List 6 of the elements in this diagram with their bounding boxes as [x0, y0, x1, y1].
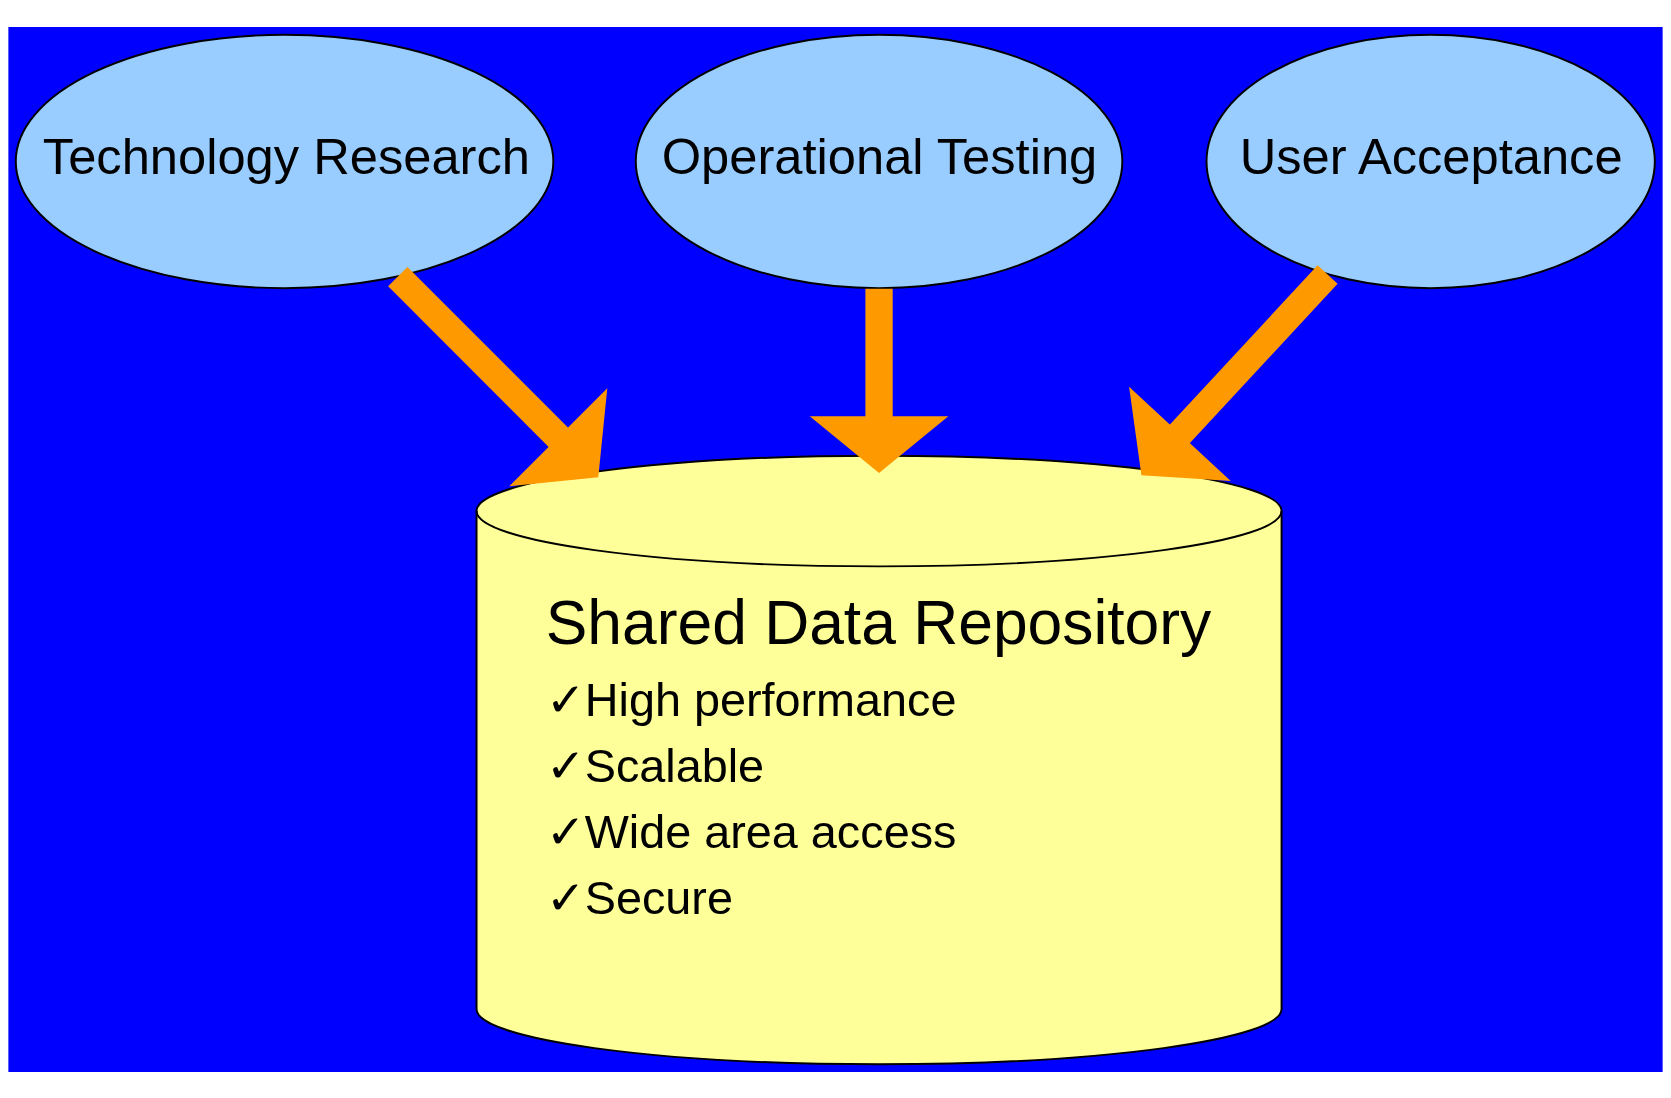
arrow — [809, 288, 949, 473]
node-ellipse: Technology Research — [14, 33, 555, 289]
arrow — [388, 266, 608, 486]
node-ellipse: User Acceptance — [1205, 33, 1656, 289]
arrow — [1129, 264, 1338, 481]
node-ellipse: Operational Testing — [634, 33, 1124, 289]
